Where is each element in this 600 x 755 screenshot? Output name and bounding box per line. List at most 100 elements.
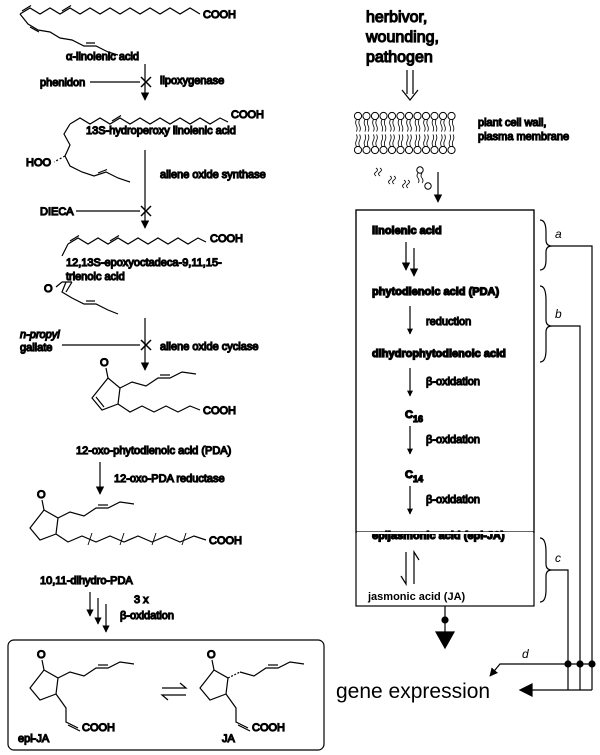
label-d: d: [522, 647, 529, 661]
inhibition-cross-2: [140, 205, 152, 217]
membrane-label-line2: plasma membrane: [478, 131, 569, 143]
dieca-label: DIECA: [40, 206, 74, 218]
three-times-label: 3 x: [134, 594, 149, 606]
beta-oxidation-3x-label: β-oxidation: [120, 610, 174, 622]
lipid-upper: [387, 111, 397, 133]
jasmonic-label: jasmonic acid (JA): [367, 591, 466, 603]
lipid-lower: [421, 133, 431, 155]
allene-oxide-cyclase-label: allene oxide cyclase: [160, 341, 258, 353]
opda-label: 12-oxo-phytodienoic acid (PDA): [76, 445, 231, 457]
signal-lines-to-gene: [530, 664, 593, 691]
alpha-linolenic-structure: [19, 4, 201, 56]
label-c: c: [555, 551, 561, 565]
cooh-label-2: COOH: [231, 109, 264, 121]
ja-structures-box: [7, 639, 325, 751]
cooh-label-7: COOH: [252, 722, 285, 734]
lipid-upper: [430, 111, 439, 133]
dihydro-pda-label: 10,11-dihydro-PDA: [40, 575, 133, 587]
cooh-label-1: COOH: [203, 9, 236, 21]
epijasmonic-label: epijasmonic acid (epi-JA): [372, 530, 505, 542]
phenidon-label: phenidon: [40, 77, 85, 89]
alpha-linolenic-label: α-linolenic acid: [66, 51, 139, 63]
right-pathway: herbivor, wounding, pathogen plant cell …: [353, 8, 570, 543]
hoo-label: HOO: [26, 157, 52, 169]
lipid-upper: [396, 111, 405, 133]
beta-oxidation-2: β-oxidation: [426, 434, 480, 446]
bracket-b: [539, 285, 553, 363]
ja-label: JA: [222, 733, 236, 745]
equilibrium-arrow-back: [160, 694, 186, 701]
lipid-upper: [438, 111, 448, 133]
lipid-lower: [396, 133, 405, 155]
gene-expression-label: gene expression: [336, 680, 490, 703]
lipid-lower: [387, 133, 397, 155]
membrane-label-line1: plant cell wall,: [478, 117, 546, 129]
cooh-label-4: COOH: [203, 405, 236, 417]
reduction-label: reduction: [426, 316, 471, 328]
keto-o-label-3: O: [37, 649, 46, 661]
ja-structure: [199, 659, 305, 732]
epoxy-label-line1: 12,13S-epoxyoctadeca-9,11,15-: [66, 257, 222, 269]
stimulus-double-arrow: [401, 70, 419, 101]
hydroperoxy-structure: [53, 114, 229, 183]
pathway-box-full: [355, 209, 535, 607]
membrane-bilayer: [353, 111, 456, 155]
right-lower: [355, 209, 596, 697]
pda-label: phytodienoic acid (PDA): [372, 286, 499, 298]
keto-o-label-2: O: [37, 489, 46, 501]
opda-reductase-label: 12-oxo-PDA reductase: [114, 473, 225, 485]
lipid-lower: [438, 133, 448, 155]
c16-label: C16: [405, 409, 423, 424]
stimulus-line2: wounding,: [365, 29, 439, 46]
signal-line-c: [552, 569, 569, 664]
label-b: b: [555, 307, 562, 321]
bracket-a: [539, 219, 553, 271]
lipid-lower: [362, 133, 371, 155]
npropyl-label-line1: n-propyl: [20, 329, 60, 341]
signal-line-b: [552, 325, 581, 664]
released-lipids: [374, 166, 432, 190]
signal-line-a: [552, 245, 593, 664]
pathway-box: [355, 209, 535, 533]
dihydro-label: dihydrophytodienoic acid: [372, 348, 506, 360]
gene-arrowhead: [518, 683, 533, 697]
lipid-lower: [430, 133, 439, 155]
opda-structure: [91, 367, 201, 413]
beta-oxidation-3: β-oxidation: [426, 494, 480, 506]
epoxide-o-label: O: [44, 283, 53, 295]
lipid-lower: [447, 133, 456, 155]
left-pathway: COOH α-linolenic acid lipoxygenase pheni…: [7, 4, 325, 751]
inhibition-cross-3: [140, 339, 152, 351]
signal-line-d: [489, 663, 592, 677]
hydroperoxy-label: 13S-hydroperoxy linolenic acid: [86, 125, 236, 137]
lipid-upper: [370, 111, 380, 133]
keto-o-label-4: O: [207, 649, 216, 661]
epi-ja-label: epi-JA: [18, 733, 50, 745]
linolenic-acid-label: linolenic acid: [372, 225, 442, 237]
c14-label: C14: [405, 469, 423, 484]
lipid-upper: [421, 111, 431, 133]
inhibition-cross-1: [140, 76, 152, 88]
cooh-label-3: COOH: [210, 233, 243, 245]
equilibrium-epi-ja: [400, 549, 420, 587]
allene-oxide-synthase-label: allene oxide synthase: [160, 169, 266, 181]
npropyl-label-line2: gallate: [20, 342, 52, 354]
lipid-lower: [379, 133, 388, 155]
lipid-lower: [370, 133, 380, 155]
lipid-lower: [353, 133, 363, 155]
epoxy-structure: [55, 234, 207, 315]
lipid-upper: [447, 111, 456, 133]
keto-o-label-1: O: [100, 357, 109, 369]
epoxy-label-line2: trienoic acid: [66, 271, 125, 283]
lipid-upper: [362, 111, 371, 133]
lipid-upper: [353, 111, 363, 133]
lipoxygenase-label: lipoxygenase: [160, 75, 224, 87]
epi-ja-structure: [29, 659, 135, 732]
lipid-upper: [379, 111, 388, 133]
box-output-arrowhead: [434, 631, 456, 650]
bracket-c: [539, 537, 553, 603]
label-a: a: [555, 227, 562, 241]
lipid-upper: [413, 111, 422, 133]
cooh-label-5: COOH: [209, 535, 242, 547]
